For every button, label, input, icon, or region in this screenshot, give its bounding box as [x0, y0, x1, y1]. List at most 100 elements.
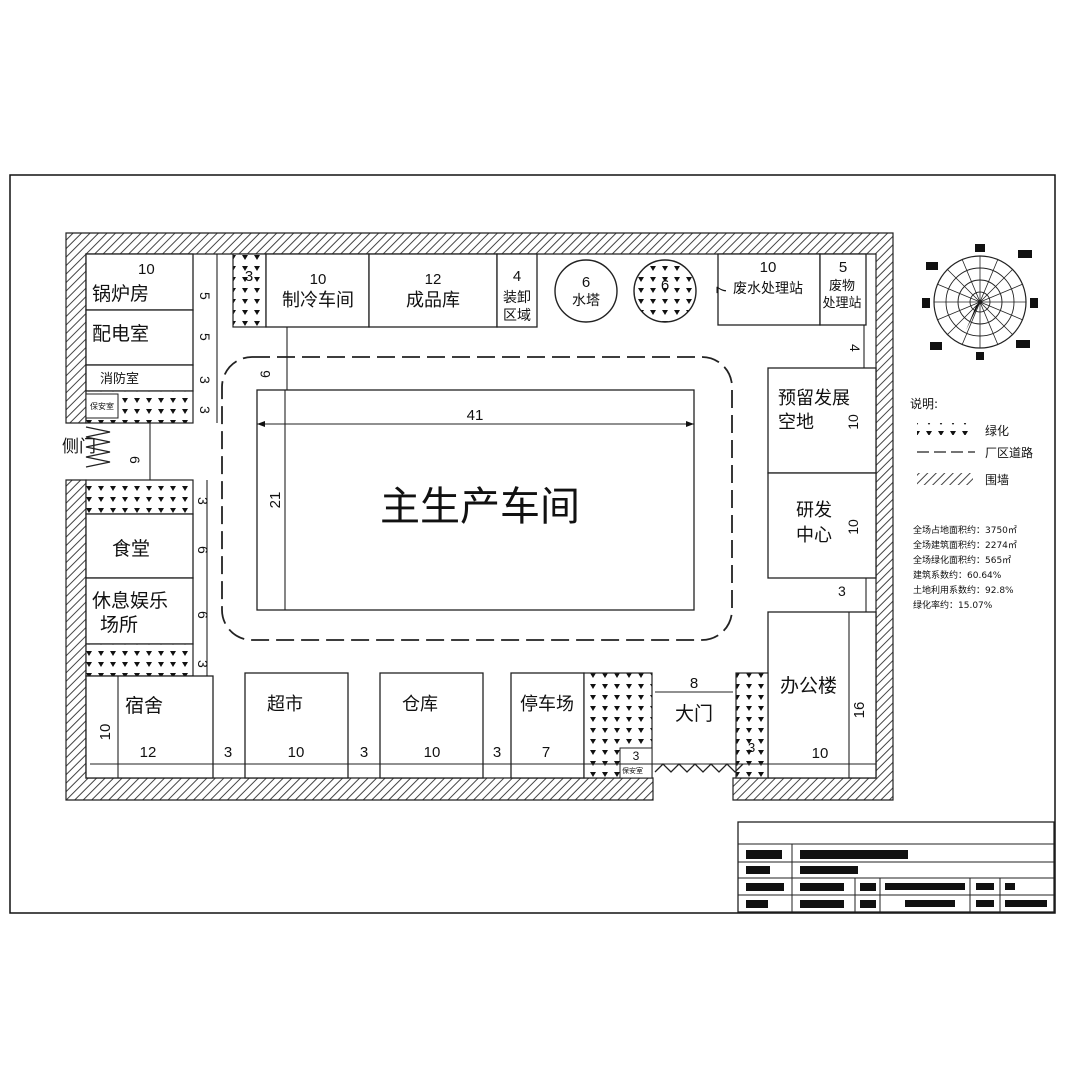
office-building-label: 办公楼 — [780, 675, 837, 697]
left-buildings: 锅炉房 10 配电室 消防室 保安室 5 5 3 3 侧门 6 食堂 休息娱乐 … — [62, 253, 218, 779]
svg-text:4: 4 — [847, 344, 863, 352]
main-workshop-label: 主生产车间 — [380, 484, 580, 530]
redaction-bar — [1005, 883, 1015, 890]
redaction-bar — [800, 866, 858, 874]
svg-text:10: 10 — [288, 744, 305, 761]
main-workshop — [256, 389, 695, 611]
waste-station-label-2: 处理站 — [822, 296, 861, 311]
rnd-label-2: 中心 — [796, 525, 832, 546]
refrigeration-label: 制冷车间 — [282, 290, 354, 311]
rest-area-label-1: 休息娱乐 — [92, 590, 168, 612]
redaction-bar — [976, 900, 994, 907]
svg-text:7: 7 — [713, 286, 729, 294]
fire-room-label: 消防室 — [100, 371, 139, 387]
svg-text:3: 3 — [633, 749, 640, 763]
stat-building-area: 全场建筑面积约：2274㎡ — [913, 539, 1017, 551]
stat-building-ratio: 建筑系数约：60.64% — [913, 569, 1002, 581]
gate-security-label: 保安室 — [622, 766, 643, 775]
boiler-room-label: 锅炉房 — [92, 283, 149, 305]
legend-road: 厂区道路 — [985, 445, 1033, 460]
svg-text:10: 10 — [812, 745, 829, 762]
finished-goods-label: 成品库 — [406, 290, 460, 311]
redaction-bar — [800, 850, 908, 859]
svg-text:16: 16 — [851, 702, 868, 719]
supermarket-label: 超市 — [267, 694, 303, 715]
waste-station-label-1: 废物 — [829, 278, 855, 294]
site-stats: 全场占地面积约：3750㎡ 全场建筑面积约：2274㎡ 全场绿化面积约：565㎡… — [913, 524, 1017, 611]
svg-text:6: 6 — [257, 370, 273, 378]
redaction-bar — [976, 883, 994, 890]
right-buildings: 4 预留发展 空地 10 研发 中心 10 3 办公楼 16 10 — [767, 325, 877, 779]
redaction-bar — [860, 883, 876, 891]
reserve-land-label-2: 空地 — [778, 412, 814, 433]
legend-wall: 围墙 — [985, 473, 1009, 487]
wastewater-label: 废水处理站 — [733, 281, 803, 297]
svg-text:5: 5 — [197, 333, 213, 341]
power-room-label: 配电室 — [92, 323, 149, 345]
svg-text:6: 6 — [582, 274, 590, 291]
redaction-bar — [800, 900, 844, 908]
stat-green-area: 全场绿化面积约：565㎡ — [913, 554, 1011, 566]
svg-text:4: 4 — [513, 268, 521, 285]
main-width-dim: 41 — [467, 407, 484, 424]
svg-text:8: 8 — [690, 675, 698, 692]
wall-hatch-icon — [917, 473, 973, 485]
svg-text:10: 10 — [845, 519, 861, 535]
redaction-bar — [746, 883, 784, 891]
svg-text:3: 3 — [748, 740, 755, 755]
loading-area-label-2: 区域 — [503, 308, 531, 324]
redaction-bar — [885, 883, 965, 890]
svg-text:3: 3 — [197, 406, 213, 414]
svg-text:10: 10 — [138, 261, 155, 278]
redaction-bar — [746, 900, 768, 908]
parking-label: 停车场 — [520, 694, 574, 715]
main-height-dim: 21 — [267, 492, 284, 509]
bottom-buildings: 超市 仓库 停车场 3 保安室 3 8 大门 3 10 3 10 3 7 — [213, 672, 769, 779]
svg-text:3: 3 — [195, 660, 211, 668]
dormitory-label: 宿舍 — [125, 695, 163, 717]
svg-text:6: 6 — [661, 277, 669, 294]
round-greenery — [633, 259, 697, 323]
svg-text:3: 3 — [360, 744, 368, 761]
svg-text:6: 6 — [127, 456, 143, 464]
svg-text:3: 3 — [195, 497, 211, 505]
redaction-bar — [746, 866, 770, 874]
svg-text:12: 12 — [140, 744, 157, 761]
svg-text:3: 3 — [197, 376, 213, 384]
redaction-bar — [800, 883, 844, 891]
main-gate-label: 大门 — [675, 703, 713, 725]
svg-text:5: 5 — [839, 259, 847, 276]
warehouse-label: 仓库 — [402, 694, 438, 715]
redaction-bar — [1005, 900, 1047, 907]
title-block — [737, 821, 1055, 913]
legend-title: 说明: — [910, 396, 938, 411]
stat-green-ratio: 绿化率约：15.07% — [913, 599, 993, 611]
rest-area-label-2: 场所 — [100, 614, 138, 636]
water-tower-label: 水塔 — [572, 293, 600, 309]
svg-text:10: 10 — [760, 259, 777, 276]
redaction-bar — [905, 900, 955, 907]
water-tower — [554, 259, 618, 323]
svg-text:3: 3 — [493, 744, 501, 761]
legend: 说明: 绿化 厂区道路 围墙 — [910, 396, 1033, 487]
legend-greenery: 绿化 — [985, 423, 1009, 438]
rnd-label-1: 研发 — [796, 500, 832, 521]
greenery-hatch-icon — [917, 423, 973, 435]
svg-text:3: 3 — [245, 268, 253, 285]
svg-text:5: 5 — [197, 292, 213, 300]
redaction-bar — [860, 900, 876, 908]
svg-text:10: 10 — [424, 744, 441, 761]
stat-land-use: 土地利用系数约：92.8% — [913, 584, 1014, 596]
svg-text:10: 10 — [845, 414, 861, 430]
factory-road — [221, 356, 733, 641]
stat-site-area: 全场占地面积约：3750㎡ — [913, 524, 1017, 536]
security-left-label: 保安室 — [90, 401, 114, 411]
svg-text:6: 6 — [195, 611, 211, 619]
side-gate-label: 侧门 — [62, 437, 96, 457]
svg-text:6: 6 — [195, 546, 211, 554]
canteen-label: 食堂 — [112, 538, 150, 560]
redaction-bar — [746, 850, 782, 859]
svg-text:12: 12 — [425, 271, 442, 288]
svg-text:7: 7 — [542, 744, 550, 761]
wind-rose-icon — [922, 244, 1038, 360]
